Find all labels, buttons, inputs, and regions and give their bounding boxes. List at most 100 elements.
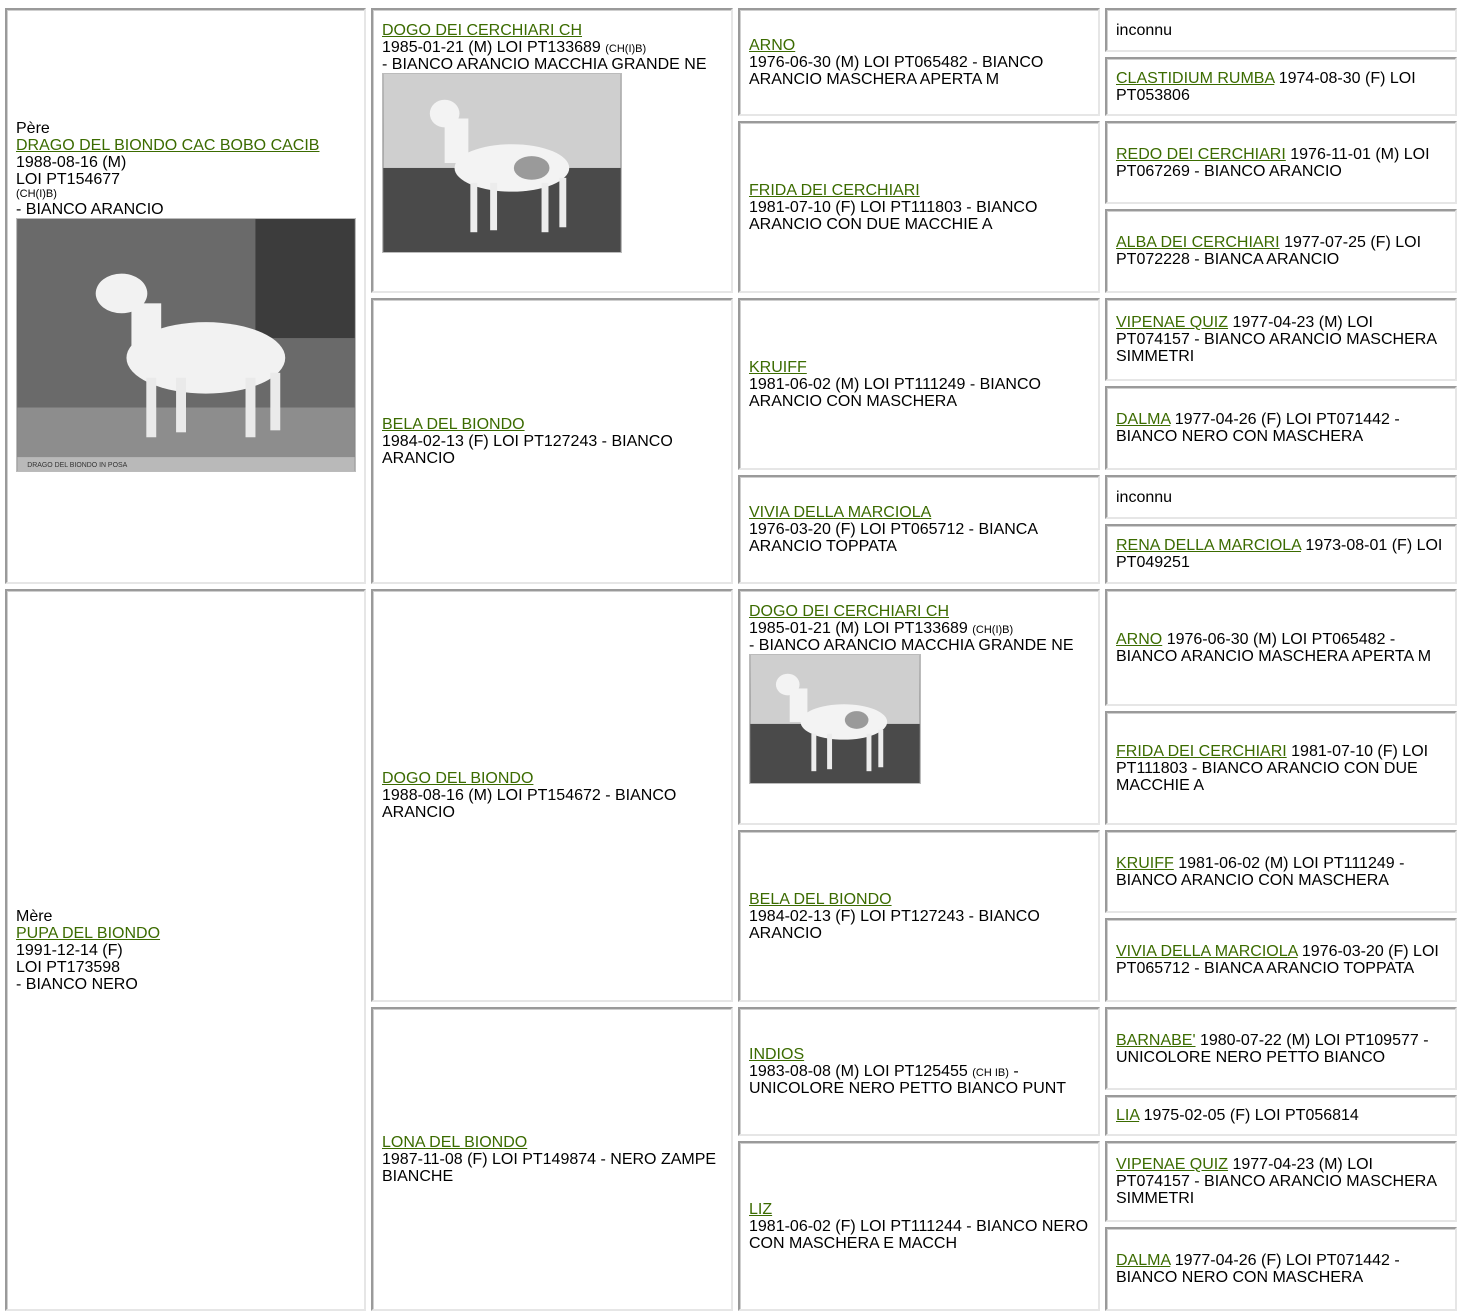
gen3-ppp-text: 1976-06-30 (M) LOI PT065482 - BIANCO ARA…: [749, 53, 1044, 88]
gen4-entry: VIPENAE QUIZ 1977-04-23 (M) LOI PT074157…: [1116, 314, 1437, 365]
gen4-link[interactable]: VIPENAE QUIZ: [1116, 314, 1229, 331]
gen3-cell-mpm: BELA DEL BIONDO 1984-02-13 (F) LOI PT127…: [738, 830, 1100, 1002]
gen2-pp-text2: - BIANCO ARANCIO MACCHIA GRANDE NE: [382, 56, 707, 73]
gen3-mpm-link[interactable]: BELA DEL BIONDO: [749, 890, 892, 908]
gen4-link[interactable]: REDO DEI CERCHIARI: [1116, 145, 1286, 163]
gen4-link[interactable]: CLASTIDIUM RUMBA: [1116, 69, 1275, 87]
gen4-link[interactable]: VIVIA DELLA MARCIOLA: [1116, 943, 1298, 960]
sire-title: (CH(I)B): [16, 188, 57, 200]
gen2-mp-link[interactable]: DOGO DEL BIONDO: [382, 770, 534, 787]
gen4-entry: KRUIFF 1981-06-02 (M) LOI PT111249 - BIA…: [1116, 854, 1405, 889]
gen4-link[interactable]: RENA DELLA MARCIOLA: [1116, 537, 1301, 554]
gen2-pp-text: 1985-01-21 (M) LOI PT133689 (CH(I)B): [382, 39, 647, 56]
gen3-mmp-text: 1983-08-08 (M) LOI PT125455 (CH IB) - UN…: [749, 1063, 1067, 1097]
dam-label: Mère: [16, 907, 53, 925]
gen3-mmm-link[interactable]: LIZ: [749, 1200, 773, 1218]
sire-name-link[interactable]: DRAGO DEL BIONDO CAC BOBO CACIB: [16, 137, 320, 154]
gen4-cell-6: inconnu: [1105, 475, 1457, 519]
gen4-cell-11: VIVIA DELLA MARCIOLA 1976-03-20 (F) LOI …: [1105, 918, 1457, 1002]
gen3-pmp-link[interactable]: KRUIFF: [749, 358, 807, 376]
gen4-cell-1: CLASTIDIUM RUMBA 1974-08-30 (F) LOI PT05…: [1105, 57, 1457, 116]
gen4-entry: BARNABE' 1980-07-22 (M) LOI PT109577 - U…: [1116, 1031, 1429, 1066]
gen4-cell-14: VIPENAE QUIZ 1977-04-23 (M) LOI PT074157…: [1105, 1141, 1457, 1222]
sire-cell: Père DRAGO DEL BIONDO CAC BOBO CACIB 198…: [5, 8, 366, 584]
gen4-cell-15: DALMA 1977-04-26 (F) LOI PT071442 - BIAN…: [1105, 1227, 1457, 1311]
gen3-mpm-text: 1984-02-13 (F) LOI PT127243 - BIANCO ARA…: [749, 907, 1040, 942]
gen4-entry: REDO DEI CERCHIARI 1976-11-01 (M) LOI PT…: [1116, 145, 1430, 180]
gen3-pmm-link[interactable]: VIVIA DELLA MARCIOLA: [749, 504, 932, 521]
gen3-mpp-text2: - BIANCO ARANCIO MACCHIA GRANDE NE: [749, 637, 1074, 654]
sire-date: 1988-08-16 (M): [16, 154, 127, 171]
sire-color: - BIANCO ARANCIO: [16, 201, 164, 218]
dam-name-link[interactable]: PUPA DEL BIONDO: [16, 924, 161, 942]
gen4-cell-5: DALMA 1977-04-26 (F) LOI PT071442 - BIAN…: [1105, 386, 1457, 470]
dog-photo-drawing: [383, 74, 621, 252]
gen4-entry: VIPENAE QUIZ 1977-04-23 (M) LOI PT074157…: [1116, 1156, 1437, 1207]
dam-date: 1991-12-14 (F): [16, 941, 123, 959]
gen4-link[interactable]: LIA: [1116, 1107, 1140, 1124]
dog-photo-drawing: [750, 655, 920, 783]
sire-photo: DRAGO DEL BIONDO IN POSA: [16, 218, 356, 472]
sire-photo-caption: DRAGO DEL BIONDO IN POSA: [27, 462, 127, 469]
gen4-cell-8: ARNO 1976-06-30 (M) LOI PT065482 - BIANC…: [1105, 589, 1457, 706]
gen4-unknown-text: inconnu: [1116, 21, 1173, 39]
gen2-cell-mp: DOGO DEL BIONDO 1988-08-16 (M) LOI PT154…: [371, 589, 733, 1002]
gen4-unknown-text: inconnu: [1116, 488, 1173, 506]
gen2-cell-pp: DOGO DEI CERCHIARI CH 1985-01-21 (M) LOI…: [371, 8, 733, 293]
gen4-entry: RENA DELLA MARCIOLA 1973-08-01 (F) LOI P…: [1116, 537, 1443, 571]
dog-photo-drawing: DRAGO DEL BIONDO IN POSA: [17, 219, 355, 471]
gen4-entry: CLASTIDIUM RUMBA 1974-08-30 (F) LOI PT05…: [1116, 69, 1416, 104]
gen4-link[interactable]: BARNABE': [1116, 1031, 1196, 1049]
gen3-mmp-link[interactable]: INDIOS: [749, 1046, 805, 1063]
gen4-cell-7: RENA DELLA MARCIOLA 1973-08-01 (F) LOI P…: [1105, 524, 1457, 584]
gen4-link[interactable]: ARNO: [1116, 630, 1163, 648]
gen4-cell-3: ALBA DEI CERCHIARI 1977-07-25 (F) LOI PT…: [1105, 209, 1457, 293]
gen4-entry: VIVIA DELLA MARCIOLA 1976-03-20 (F) LOI …: [1116, 943, 1439, 977]
gen4-entry: ARNO 1976-06-30 (M) LOI PT065482 - BIANC…: [1116, 630, 1432, 665]
gen4-cell-9: FRIDA DEI CERCHIARI 1981-07-10 (F) LOI P…: [1105, 711, 1457, 825]
gen2-pp-link[interactable]: DOGO DEI CERCHIARI CH: [382, 22, 583, 39]
gen4-link[interactable]: DALMA: [1116, 1252, 1171, 1269]
gen3-cell-pmp: KRUIFF 1981-06-02 (M) LOI PT111249 - BIA…: [738, 298, 1100, 470]
gen3-ppm-text: 1981-07-10 (F) LOI PT111803 - BIANCO ARA…: [749, 198, 1038, 233]
gen2-pm-text: 1984-02-13 (F) LOI PT127243 - BIANCO ARA…: [382, 432, 673, 467]
gen3-cell-ppp: ARNO 1976-06-30 (M) LOI PT065482 - BIANC…: [738, 8, 1100, 116]
gen3-mpp-text: 1985-01-21 (M) LOI PT133689 (CH(I)B): [749, 620, 1014, 637]
gen4-entry: FRIDA DEI CERCHIARI 1981-07-10 (F) LOI P…: [1116, 742, 1429, 794]
gen4-cell-0: inconnu: [1105, 8, 1457, 52]
gen3-mmm-text: 1981-06-02 (F) LOI PT111244 - BIANCO NER…: [749, 1217, 1089, 1252]
gen2-cell-mm: LONA DEL BIONDO 1987-11-08 (F) LOI PT149…: [371, 1007, 733, 1311]
gen4-link[interactable]: KRUIFF: [1116, 854, 1174, 872]
gen4-cell-13: LIA 1975-02-05 (F) LOI PT056814: [1105, 1095, 1457, 1136]
gen4-cell-10: KRUIFF 1981-06-02 (M) LOI PT111249 - BIA…: [1105, 830, 1457, 913]
gen4-link[interactable]: FRIDA DEI CERCHIARI: [1116, 742, 1287, 760]
gen3-cell-mpp: DOGO DEI CERCHIARI CH 1985-01-21 (M) LOI…: [738, 589, 1100, 825]
gen4-cell-2: REDO DEI CERCHIARI 1976-11-01 (M) LOI PT…: [1105, 121, 1457, 204]
gen3-cell-mmm: LIZ 1981-06-02 (F) LOI PT111244 - BIANCO…: [738, 1141, 1100, 1311]
gen4-entry: DALMA 1977-04-26 (F) LOI PT071442 - BIAN…: [1116, 411, 1400, 445]
gen4-link[interactable]: DALMA: [1116, 411, 1171, 428]
gen2-cell-pm: BELA DEL BIONDO 1984-02-13 (F) LOI PT127…: [371, 298, 733, 584]
dam-color: - BIANCO NERO: [16, 975, 138, 993]
gen4-link[interactable]: ALBA DEI CERCHIARI: [1116, 234, 1280, 251]
gen4-entry: LIA 1975-02-05 (F) LOI PT056814: [1116, 1107, 1359, 1124]
dam-loi: LOI PT173598: [16, 958, 121, 976]
gen3-ppp-link[interactable]: ARNO: [749, 36, 796, 54]
gen3-pmp-text: 1981-06-02 (M) LOI PT111249 - BIANCO ARA…: [749, 375, 1041, 410]
gen4-entry: DALMA 1977-04-26 (F) LOI PT071442 - BIAN…: [1116, 1252, 1400, 1286]
gen3-cell-pmm: VIVIA DELLA MARCIOLA 1976-03-20 (F) LOI …: [738, 475, 1100, 584]
gen4-cell-4: VIPENAE QUIZ 1977-04-23 (M) LOI PT074157…: [1105, 298, 1457, 381]
gen4-cell-12: BARNABE' 1980-07-22 (M) LOI PT109577 - U…: [1105, 1007, 1457, 1090]
gen3-mpp-photo: [749, 654, 921, 784]
gen2-mm-link[interactable]: LONA DEL BIONDO: [382, 1133, 528, 1151]
gen3-cell-ppm: FRIDA DEI CERCHIARI 1981-07-10 (F) LOI P…: [738, 121, 1100, 293]
gen4-link[interactable]: VIPENAE QUIZ: [1116, 1156, 1229, 1173]
sire-loi: LOI PT154677: [16, 171, 121, 188]
gen4-entry: ALBA DEI CERCHIARI 1977-07-25 (F) LOI PT…: [1116, 234, 1422, 268]
gen3-mpp-link[interactable]: DOGO DEI CERCHIARI CH: [749, 603, 950, 620]
gen2-mp-text: 1988-08-16 (M) LOI PT154672 - BIANCO ARA…: [382, 787, 677, 821]
sire-label: Père: [16, 120, 50, 137]
gen2-pm-link[interactable]: BELA DEL BIONDO: [382, 415, 525, 433]
gen3-ppm-link[interactable]: FRIDA DEI CERCHIARI: [749, 181, 920, 199]
gen2-mm-text: 1987-11-08 (F) LOI PT149874 - NERO ZAMPE…: [382, 1150, 717, 1185]
